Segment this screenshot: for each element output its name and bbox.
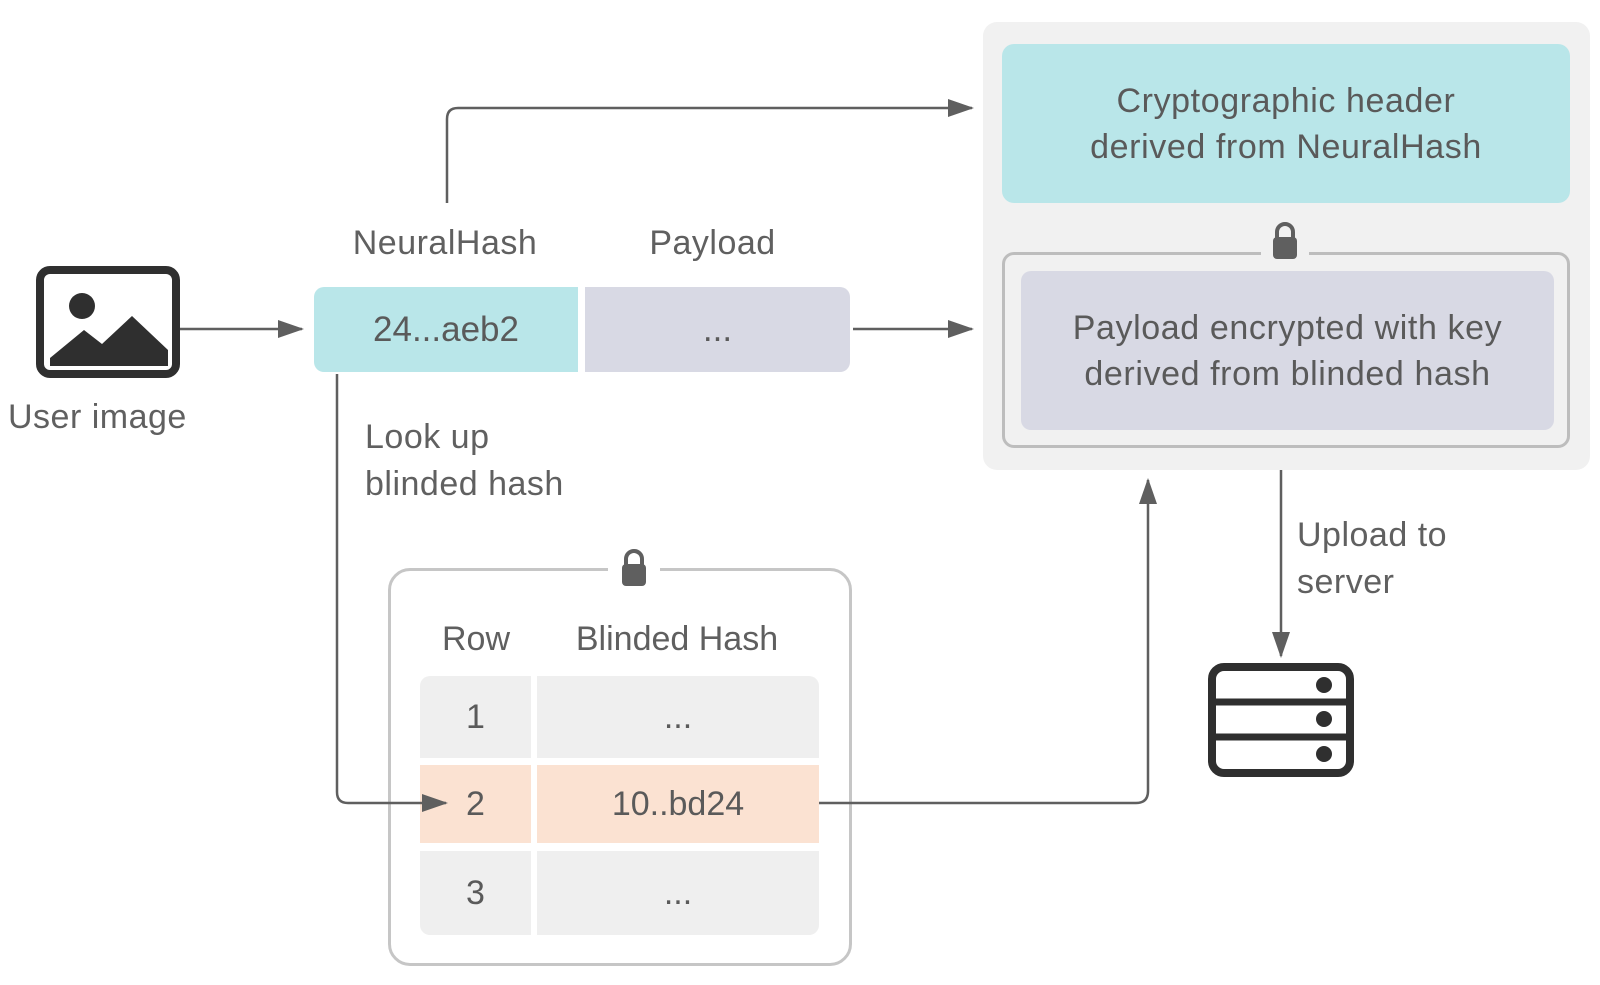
- lookup-label: Look up blinded hash: [365, 414, 625, 508]
- lock-icon: [622, 549, 646, 586]
- column-header-blinded-hash: Blinded Hash: [575, 619, 779, 658]
- neuralhash-value: 24...aeb2: [314, 287, 578, 372]
- table-row-1-index: 1: [420, 676, 531, 758]
- cryptographic-header-line1: Cryptographic header: [1116, 81, 1456, 120]
- arrow-lookup-to-row: [335, 374, 448, 812]
- neuralhash-header: NeuralHash: [352, 223, 538, 262]
- column-header-row: Row: [441, 619, 511, 658]
- table-row-1-hash: ...: [537, 676, 819, 758]
- upload-label-line1: Upload to: [1297, 516, 1448, 554]
- encrypted-payload-line1: Payload encrypted with key: [1072, 308, 1503, 347]
- arrow-row-to-payload: [819, 478, 1157, 805]
- table-row-3-index: 3: [420, 851, 531, 935]
- user-image-label: User image: [8, 398, 187, 436]
- cryptographic-header-line2: derived from NeuralHash: [1090, 127, 1482, 166]
- lock-icon: [1273, 222, 1297, 259]
- encrypted-payload-line2: derived from blinded hash: [1084, 354, 1491, 393]
- cryptographic-header-box: Cryptographic header derived from Neural…: [1002, 44, 1570, 203]
- image-icon: [36, 266, 180, 378]
- server-icon: [1208, 663, 1354, 777]
- table-row-3-hash: ...: [537, 851, 819, 935]
- payload-header: Payload: [649, 223, 776, 262]
- arrow-hash-to-header: [445, 99, 974, 203]
- upload-label-line2: server: [1297, 563, 1395, 601]
- upload-label: Upload to server: [1297, 512, 1557, 606]
- table-row-2-hash: 10..bd24: [537, 765, 819, 843]
- lookup-label-line2: blinded hash: [365, 465, 564, 503]
- payload-value: ...: [585, 287, 850, 372]
- encrypted-payload-box: Payload encrypted with key derived from …: [1021, 271, 1554, 430]
- lookup-label-line1: Look up: [365, 418, 490, 456]
